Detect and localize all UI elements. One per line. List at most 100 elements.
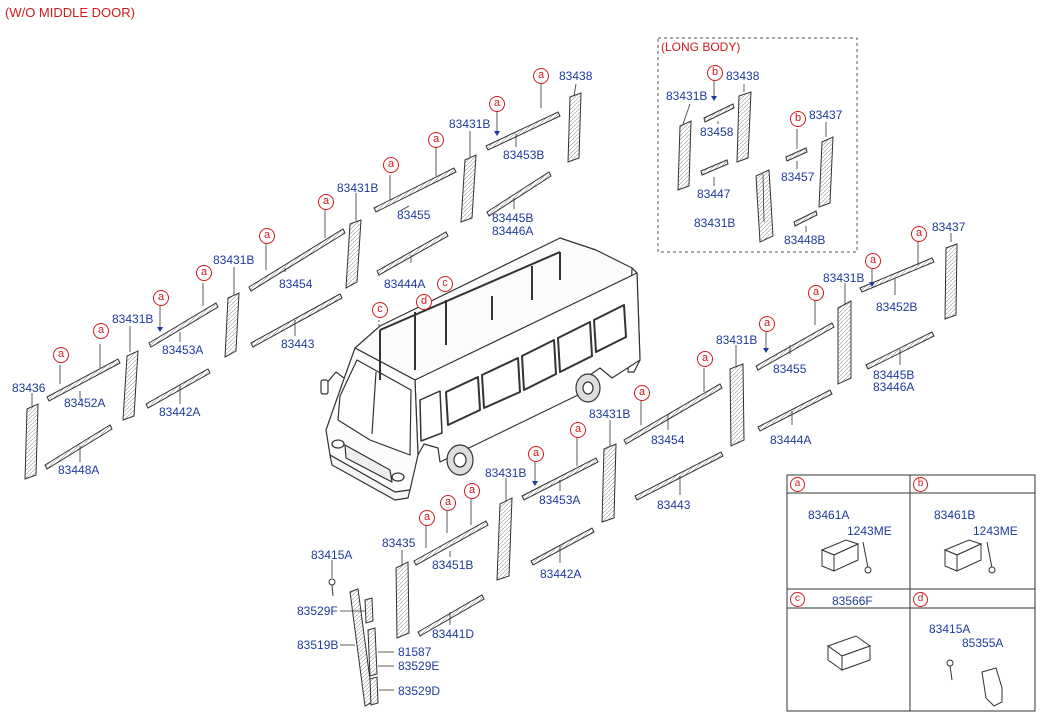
- part-label: 83454: [279, 277, 313, 291]
- part-label: 83431B: [716, 333, 758, 347]
- part-label: 85355A: [962, 636, 1004, 650]
- part-label: 83529F: [297, 604, 338, 618]
- part-label: 83431B: [589, 407, 631, 421]
- part-label: 83446A: [492, 224, 534, 238]
- part-label: 83453A: [539, 493, 581, 507]
- part-label: 1243ME: [847, 524, 892, 538]
- callout-a: a: [53, 347, 69, 363]
- callout-d: d: [416, 294, 432, 310]
- callout-a: a: [528, 446, 544, 462]
- callout-a: a: [383, 157, 399, 173]
- part-label: 83437: [932, 220, 966, 234]
- part-label: 83451B: [432, 558, 474, 572]
- callout-a: a: [318, 194, 334, 210]
- callout-a: a: [196, 265, 212, 281]
- callout-a: a: [533, 68, 549, 84]
- callout-a: a: [464, 483, 480, 499]
- legend-table: [786, 474, 1036, 712]
- part-label: 83431B: [694, 216, 736, 230]
- part-label: 83438: [559, 69, 593, 83]
- legend-letter-a: a: [790, 477, 805, 492]
- part-label: 83444A: [770, 433, 812, 447]
- part-label: 83566F: [832, 594, 873, 608]
- part-label: 83461B: [934, 508, 976, 522]
- part-label: 83431B: [666, 89, 708, 103]
- callout-c: c: [437, 276, 453, 292]
- callout-a: a: [93, 323, 109, 339]
- page-title: (W/O MIDDLE DOOR): [5, 5, 135, 20]
- long-body-box: [657, 37, 858, 253]
- callout-a: a: [808, 285, 824, 301]
- part-label: 83431B: [823, 271, 865, 285]
- part-label: 83453B: [503, 148, 545, 162]
- part-label: 83452A: [64, 396, 106, 410]
- part-label: 83435: [382, 536, 416, 550]
- right-pillars: [395, 243, 958, 639]
- part-label: 1243ME: [973, 524, 1018, 538]
- part-label: 83461A: [808, 508, 850, 522]
- part-label: 83455: [773, 362, 807, 376]
- callout-b-2: b: [790, 111, 806, 127]
- part-label: 83415A: [311, 548, 353, 562]
- part-label: 83438: [726, 69, 760, 83]
- part-label: 83448A: [58, 463, 100, 477]
- part-label: 83436: [12, 381, 46, 395]
- part-label: 83415A: [929, 622, 971, 636]
- part-label: 83445B: [492, 211, 534, 225]
- part-label: 83453A: [162, 343, 204, 357]
- part-label: 83445B: [873, 368, 915, 382]
- part-label: 83437: [809, 108, 843, 122]
- callout-c: c: [372, 302, 388, 318]
- callout-a: a: [697, 351, 713, 367]
- part-label: 83441D: [432, 627, 475, 641]
- left-pillars: [24, 92, 582, 480]
- callout-a: a: [634, 385, 650, 401]
- part-label: 83443: [657, 498, 691, 512]
- callout-a: a: [153, 290, 169, 306]
- part-label: 83446A: [873, 380, 915, 394]
- callout-a: a: [865, 253, 881, 269]
- part-label: 83457: [781, 170, 815, 184]
- bus-illustration: [320, 237, 641, 501]
- front-bolt: [328, 578, 336, 597]
- part-label: 83447: [697, 187, 731, 201]
- callout-b-1: b: [707, 65, 723, 81]
- part-label: 83448B: [784, 233, 826, 247]
- front-pillar-parts: [349, 588, 379, 707]
- part-label: 83529E: [398, 659, 440, 673]
- part-label: 83529D: [398, 684, 441, 698]
- long-body-title: (LONG BODY): [661, 40, 741, 54]
- part-label: 83431B: [337, 181, 379, 195]
- part-label: 81587: [398, 645, 432, 659]
- part-label: 83458: [700, 125, 734, 139]
- callout-a: a: [419, 510, 435, 526]
- part-label: 83431B: [213, 253, 255, 267]
- legend-letter-c: c: [790, 592, 805, 607]
- callout-arrows: [157, 96, 875, 486]
- callout-a: a: [440, 495, 456, 511]
- callout-a: a: [428, 132, 444, 148]
- part-label: 83431B: [449, 117, 491, 131]
- long-body-parts: [677, 91, 834, 243]
- part-label: 83452B: [876, 300, 918, 314]
- part-label: 83431B: [485, 466, 527, 480]
- part-label: 83442A: [159, 405, 201, 419]
- part-label: 83444A: [384, 277, 426, 291]
- part-label: 83519B: [297, 638, 339, 652]
- callout-a: a: [759, 316, 775, 332]
- left-moldings: [44, 111, 561, 470]
- part-label: 83455: [397, 208, 431, 222]
- legend-sketches: [820, 539, 1003, 707]
- callout-a: a: [911, 226, 927, 242]
- callout-a: a: [489, 96, 505, 112]
- part-label: 83443: [281, 337, 315, 351]
- callout-a: a: [570, 422, 586, 438]
- legend-letter-d: d: [913, 592, 928, 607]
- legend-letter-b: b: [913, 477, 928, 492]
- part-label: 83454: [651, 433, 685, 447]
- callout-a: a: [259, 228, 275, 244]
- part-label: 83431B: [112, 312, 154, 326]
- part-label: 83442A: [540, 567, 582, 581]
